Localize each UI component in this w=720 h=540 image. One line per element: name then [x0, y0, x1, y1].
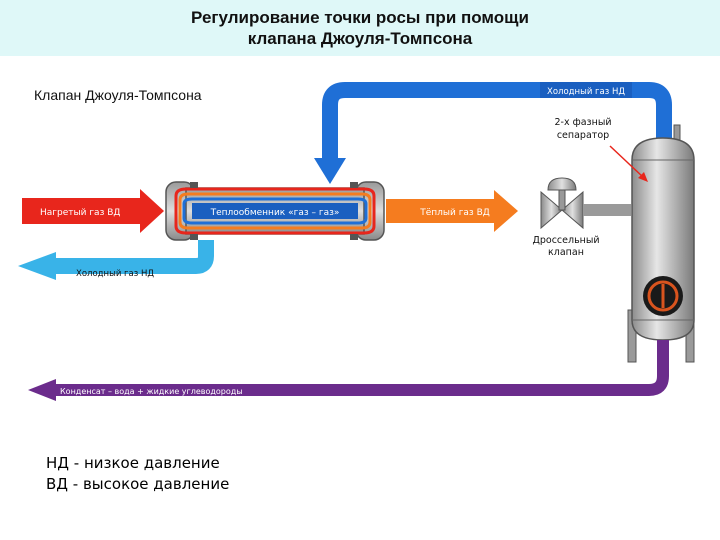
cold-gas-return-pipe: [322, 82, 672, 160]
warm-gas-label: Тёплый газ ВД: [419, 208, 490, 218]
legend: НД - низкое давление ВД - высокое давлен…: [46, 453, 229, 495]
hot-gas-arrow: [140, 189, 164, 233]
separator-pointer: [609, 145, 645, 179]
title-line-2: клапана Джоуля-Томпсона: [247, 29, 473, 48]
throttle-label-1: Дроссельный: [532, 235, 599, 246]
cold-gas-arrow-down: [314, 158, 346, 184]
warm-gas-arrow: [494, 190, 518, 232]
hot-gas-pipe: [22, 198, 142, 224]
throttle-valve: [540, 177, 584, 230]
cold-gas-out-pipe: [50, 240, 214, 274]
cold-gas-top-label: Холодный газ НД: [547, 87, 625, 97]
condensate-arrow: [28, 379, 56, 401]
heat-exchanger: [165, 181, 385, 241]
warm-gas-pipe: [386, 199, 496, 223]
legend-lp: НД - низкое давление: [46, 454, 220, 472]
throttle-label-2: клапан: [548, 247, 584, 258]
title-line-1: Регулирование точки росы при помощи: [191, 8, 529, 27]
cold-gas-out-arrow: [18, 252, 56, 280]
separator-pointer-head: [638, 172, 648, 182]
condensate-label: Конденсат – вода + жидкие углеводороды: [60, 387, 243, 396]
heat-exchanger-label: Теплообменник «газ – газ»: [210, 208, 340, 218]
two-phase-separator: [627, 124, 695, 363]
condensate-pipe: [52, 340, 669, 396]
diagram-heading: Клапан Джоуля-Томпсона: [34, 87, 202, 103]
title-banner: Регулирование точки росы при помощи клап…: [0, 0, 720, 56]
cold-gas-out-label: Холодный газ НД: [76, 269, 154, 279]
cold-gas-top-label-bg: [540, 82, 632, 98]
hot-gas-label: Нагретый газ ВД: [40, 208, 120, 218]
separator-label-2: сепаратор: [557, 130, 609, 141]
valve-to-separator-pipe: [583, 204, 631, 216]
separator-label-1: 2-х фазный: [555, 117, 612, 128]
legend-hp: ВД - высокое давление: [46, 475, 230, 493]
